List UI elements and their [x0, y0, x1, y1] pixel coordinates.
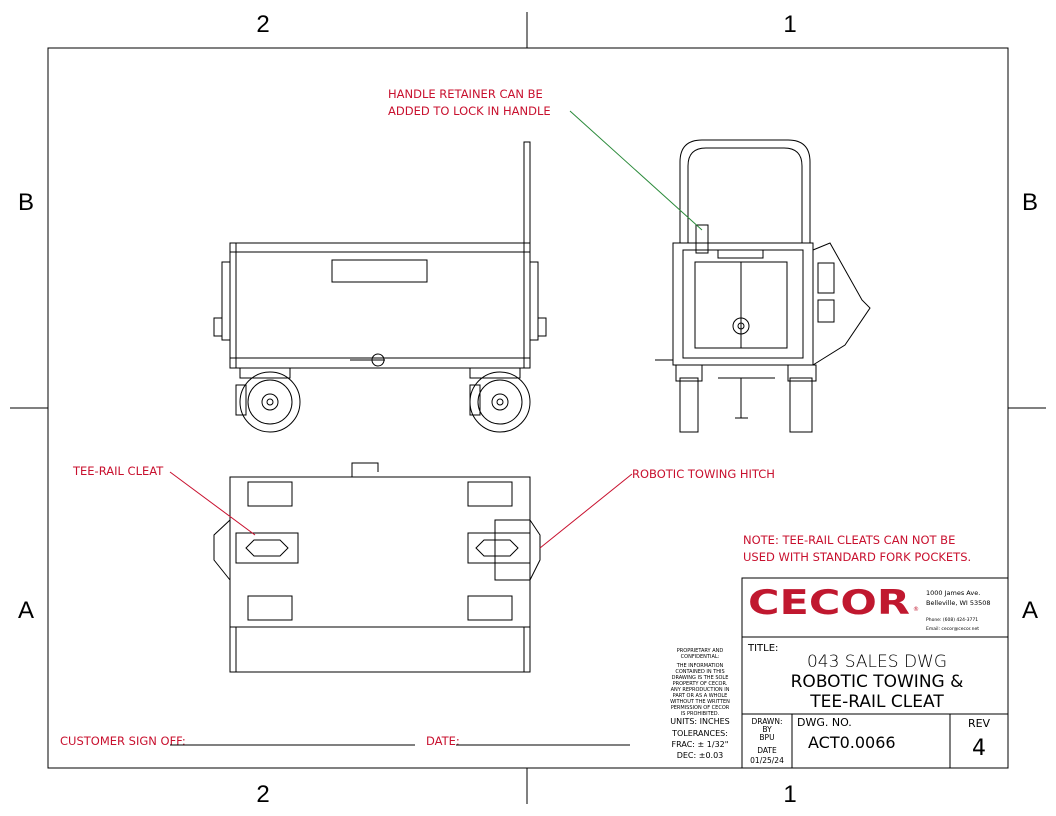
zone-label: 1 [783, 11, 796, 38]
svg-text:UNITS: INCHES: UNITS: INCHES [670, 717, 729, 726]
leader-line [169, 471, 256, 536]
svg-text:PERMISSION OF CECOR: PERMISSION OF CECOR [671, 705, 730, 711]
rev-value: 4 [972, 736, 986, 761]
drawing-title: ROBOTIC TOWING & [791, 672, 964, 692]
title-label: TITLE: [747, 643, 778, 654]
zone-label: 1 [783, 781, 796, 808]
svg-text:IS PROHIBITED.: IS PROHIBITED. [681, 711, 720, 717]
svg-text:ANY REPRODUCTION IN: ANY REPRODUCTION IN [671, 687, 730, 693]
top-view [213, 462, 541, 673]
zone-label: B [18, 189, 34, 216]
note-text: NOTE: TEE-RAIL CLEATS CAN NOT BE [743, 533, 955, 547]
annotation-handle-retainer: ADDED TO LOCK IN HANDLE [388, 104, 551, 118]
drawing-title: TEE-RAIL CLEAT [809, 692, 944, 712]
dwg-no: ACT0.0066 [808, 733, 896, 752]
svg-text:FRAC: ± 1/32": FRAC: ± 1/32" [672, 740, 729, 749]
address-line: 1000 James Ave. [926, 589, 980, 597]
zone-label: A [18, 597, 34, 624]
proprietary-notice: PROPRIETARY AND CONFIDENTIAL: THE INFORM… [670, 648, 730, 760]
rev-label: REV [968, 717, 991, 730]
drawing-date: 01/25/24 [750, 756, 784, 765]
svg-text:DRAWING IS THE SOLE: DRAWING IS THE SOLE [672, 675, 729, 681]
svg-text:DEC: ±0.03: DEC: ±0.03 [677, 751, 724, 760]
address-line: Belleville, WI 53508 [926, 599, 991, 607]
svg-text:CONTAINED IN THIS: CONTAINED IN THIS [675, 669, 724, 675]
svg-text:PROPRIETARY AND: PROPRIETARY AND [677, 648, 724, 654]
zone-label: 2 [256, 781, 269, 808]
drawn-by: BPU [759, 733, 774, 742]
leader-line [569, 110, 703, 231]
logo-mark: ® [913, 606, 919, 613]
side-view [213, 141, 547, 433]
zone-label: A [1022, 597, 1038, 624]
front-view [655, 139, 871, 433]
zone-label: 2 [256, 11, 269, 38]
drawn-label: DRAWN: [752, 717, 783, 726]
svg-text:CONFIDENTIAL:: CONFIDENTIAL: [681, 654, 720, 660]
leader-line [539, 473, 633, 549]
title-block: CECOR ® 1000 James Ave. Belleville, WI 5… [741, 577, 1009, 769]
dwg-no-label: DWG. NO. [797, 716, 852, 729]
date-label: DATE [757, 746, 777, 755]
svg-text:PROPERTY OF CECOR.: PROPERTY OF CECOR. [673, 681, 728, 687]
customer-signoff-label: CUSTOMER SIGN OFF: [60, 734, 186, 748]
svg-text:WITHOUT THE WRITTEN: WITHOUT THE WRITTEN [670, 699, 730, 705]
annotation-handle-retainer: HANDLE RETAINER CAN BE [388, 87, 543, 101]
date-label: DATE: [426, 734, 460, 748]
zone-label: B [1022, 189, 1038, 216]
svg-text:TOLERANCES:: TOLERANCES: [671, 729, 728, 738]
phone: Phone: (608) 424-3771 [926, 617, 978, 623]
company-logo: CECOR [748, 583, 910, 623]
annotation-tee-rail-cleat: TEE-RAIL CLEAT [72, 464, 164, 478]
email: Email: cecor@cecor.net [926, 626, 979, 632]
svg-text:PART OR AS A WHOLE: PART OR AS A WHOLE [673, 693, 728, 699]
svg-text:THE INFORMATION: THE INFORMATION [676, 663, 724, 669]
annotation-robotic-towing-hitch: ROBOTIC TOWING HITCH [632, 467, 775, 481]
note-text: USED WITH STANDARD FORK POCKETS. [743, 550, 971, 564]
drawing-title: 043 SALES DWG [807, 652, 947, 672]
by-label: BY [762, 725, 772, 734]
